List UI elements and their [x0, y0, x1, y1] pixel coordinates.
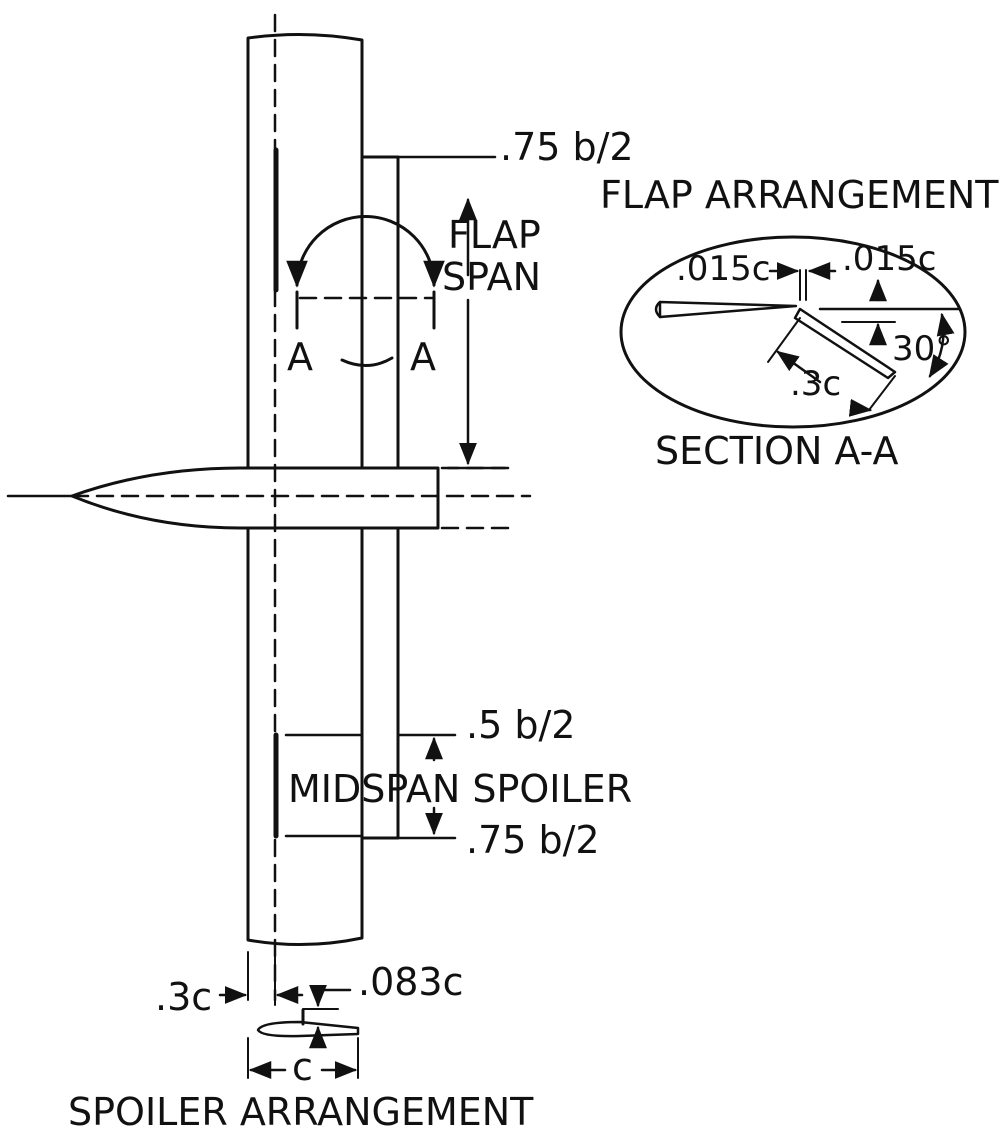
flap-span-label-line1: FLAP [448, 213, 541, 257]
section-cut-mark [286, 215, 445, 367]
flap-span-dimension [396, 155, 507, 470]
midspan-spoiler-label: MIDSPAN SPOILER [288, 767, 632, 811]
flap-gap-right-label: .015c [842, 239, 936, 279]
flap-chord-label: .3c [790, 364, 841, 404]
flap-deflection-label: 30° [892, 329, 952, 369]
flap-station-label: .75 b/2 [500, 125, 634, 169]
spoiler-inboard-station-label: .5 b/2 [466, 703, 575, 747]
section-aa-title: SECTION A-A [655, 429, 899, 473]
section-aa-inset [619, 235, 967, 429]
wing-outline [246, 32, 364, 947]
flap-arrangement-title: FLAP ARRANGEMENT [600, 173, 999, 217]
chord-label: c [292, 1045, 313, 1089]
spoiler-arrangement-detail [218, 951, 360, 1079]
spoiler-outboard-station-label: .75 b/2 [466, 818, 600, 862]
flap-gap-left-label: .015c [676, 249, 770, 289]
spoiler-location-label: .3c [155, 975, 212, 1019]
midspan-spoiler-dimensions [284, 733, 457, 840]
spoiler-height-label: .083c [358, 960, 464, 1004]
section-cut-label-right: A [410, 335, 436, 379]
spoiler-arrangement-title: SPOILER ARRANGEMENT [68, 1090, 534, 1134]
section-cut-label-left: A [287, 335, 313, 379]
flap-outline [360, 155, 400, 840]
fuselage [6, 466, 532, 530]
flap-span-label-line2: SPAN [442, 255, 541, 299]
